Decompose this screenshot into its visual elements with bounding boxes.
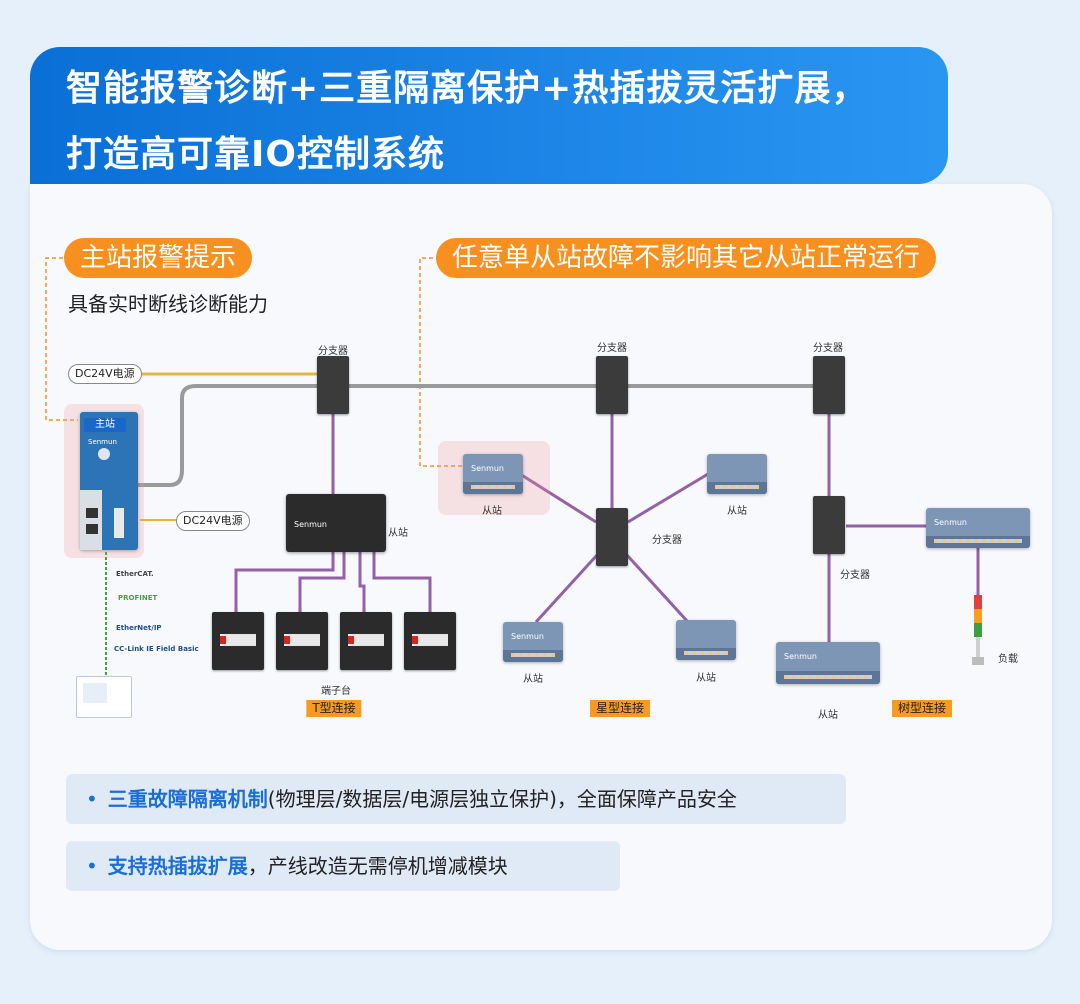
master-tag: 主站 [84,418,126,432]
splitter-2 [596,356,628,414]
t-type-connection-label: T型连接 [306,700,362,717]
protocol-ethernetip: EtherNet/IP [116,624,162,632]
bullet-emphasis: 支持热插拔扩展 [107,854,248,878]
power-label-top: DC24V电源 [68,364,142,384]
feature-bullet-isolation: • 三重故障隔离机制(物理层/数据层/电源层独立保护)，全面保障产品安全 [66,774,846,824]
branch-cable [534,552,600,624]
branch-cable [519,472,597,524]
branch-cable [358,552,366,614]
hub-brand: Senmun [294,520,328,529]
branch-cable [234,552,335,614]
hmi-screen-icon [76,676,132,718]
slave-brand: Senmun [784,652,818,661]
slave-brand: Senmun [934,518,968,527]
splitter-tree [813,496,845,554]
tree-connection-label: 树型连接 [891,700,953,717]
terminal-block [276,612,328,670]
io-hub-slave: Senmun [286,494,386,552]
header-title-line1: 智能报警诊断+三重隔离保护+热插拔灵活扩展， [66,68,869,109]
main-bus-cable [138,384,835,487]
slave-module [707,454,767,494]
slave-module: Senmun [503,622,563,662]
protocol-ethercat: EtherCAT. [116,570,154,578]
splitter-label: 分支器 [652,535,682,546]
slave-label: 从站 [482,506,502,517]
bullet-dot-icon: • [86,787,98,811]
branch-cable [372,552,432,614]
load-label: 负载 [998,654,1018,665]
slave-module-faulty: Senmun [463,454,523,494]
bullet-dot-icon: • [86,854,98,878]
rotary-switch-icon [98,448,110,460]
star-connection-label: 星型连接 [589,700,651,717]
callout-leader-slave [419,257,464,467]
bullet-emphasis: 三重故障隔离机制 [107,787,268,811]
slave-brand: Senmun [511,632,545,641]
slave-label: 从站 [727,506,747,517]
slave-module: Senmun [776,642,880,684]
ethernet-port-icon [86,524,98,534]
splitter-label: 分支器 [813,343,843,354]
splitter-star [596,508,628,566]
terminal-block-icon [114,508,124,538]
signal-lamp-icon [972,595,984,665]
slave-brand: Senmun [471,464,505,473]
bullet-text: (物理层/数据层/电源层独立保护)，全面保障产品安全 [267,787,737,811]
slave-module: Senmun [926,508,1030,548]
terminal-label: 端子台 [321,686,351,697]
slave-module [676,620,736,660]
bullet-text: ，产线改造无需停机增减模块 [247,854,508,878]
master-brand: Senmun [88,438,117,446]
slave-label: 从站 [388,528,408,539]
slave-fault-tag: 任意单从站故障不影响其它从站正常运行 [436,238,937,278]
power-label-master: DC24V电源 [176,511,250,531]
callout-leader-master [45,257,78,421]
master-station: Senmun [80,412,138,550]
terminal-block [340,612,392,670]
slave-label: 从站 [696,673,716,684]
protocol-cclink: CC-Link IE Field Basic [114,645,199,653]
terminal-block [404,612,456,670]
slave-label: 从站 [523,674,543,685]
splitter-1 [317,356,349,414]
splitter-label: 分支器 [597,343,627,354]
branch-cable [298,552,346,614]
header-banner: 智能报警诊断+三重隔离保护+热插拔灵活扩展， 打造高可靠IO控制系统 [30,47,948,184]
ethernet-port-icon [86,508,98,518]
protocol-profinet: PROFINET [118,594,158,602]
splitter-3 [813,356,845,414]
slave-label: 从站 [818,710,838,721]
branch-cable [624,552,690,624]
feature-bullet-hotswap: • 支持热插拔扩展，产线改造无需停机增减模块 [66,841,620,891]
branch-cable [627,472,709,524]
splitter-label: 分支器 [318,346,348,357]
terminal-block [212,612,264,670]
header-title-line2: 打造高可靠IO控制系统 [66,134,445,175]
rj45-port-icon [80,490,102,550]
master-alarm-tag: 主站报警提示 [64,238,253,278]
master-alarm-subtitle: 具备实时断线诊断能力 [68,292,268,316]
splitter-label: 分支器 [840,570,870,581]
